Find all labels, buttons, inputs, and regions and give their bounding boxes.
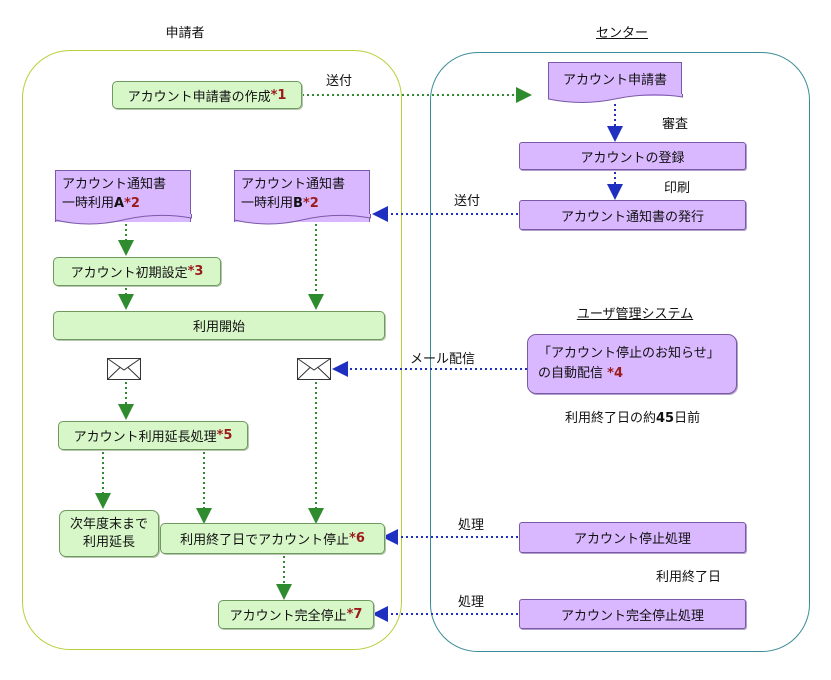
extend-next-year-line2: 利用延長 bbox=[82, 534, 135, 550]
note-mark-3: *3 bbox=[187, 264, 204, 279]
label-days-before: 利用終了日の約45日前 bbox=[565, 407, 700, 426]
applicant-lane bbox=[22, 50, 402, 650]
notice-a-line1: アカウント通知書 bbox=[62, 177, 167, 192]
note-mark-2b: *2 bbox=[302, 196, 319, 211]
label-end-date: 利用終了日 bbox=[656, 570, 722, 585]
center-lane bbox=[430, 52, 810, 652]
notice-a-line2: 一時利用 bbox=[62, 196, 115, 211]
start-use-box: 利用開始 bbox=[53, 311, 385, 340]
start-use-label: 利用開始 bbox=[192, 320, 245, 335]
days-before-prefix: 利用終了日の約 bbox=[565, 411, 657, 426]
notice-b-line2: 一時利用 bbox=[241, 196, 294, 211]
note-mark-6: *6 bbox=[349, 531, 365, 546]
stop-process-label: アカウント停止処理 bbox=[573, 532, 691, 547]
notice-doc-b: アカウント通知書 一時利用B*2 bbox=[234, 170, 370, 222]
days-before-number: 45 bbox=[656, 411, 675, 426]
auto-notice-box: 「アカウント停止のお知らせ」 の自動配信 *4 bbox=[527, 334, 737, 394]
note-mark-7: *7 bbox=[346, 607, 363, 622]
label-process-2: 処理 bbox=[458, 595, 485, 610]
register-account-box: アカウントの登録 bbox=[519, 142, 746, 170]
application-doc-label: アカウント申請書 bbox=[562, 73, 667, 88]
initial-setup-label: アカウント初期設定 bbox=[70, 266, 188, 281]
note-mark-2a: *2 bbox=[124, 196, 140, 211]
notice-doc-a-wave bbox=[55, 214, 192, 225]
notice-b-letter: B bbox=[293, 196, 303, 211]
full-stop-process-box: アカウント完全停止処理 bbox=[519, 599, 746, 629]
issue-notice-box: アカウント通知書の発行 bbox=[519, 200, 746, 230]
envelope-icon bbox=[107, 358, 141, 380]
create-application-label: アカウント申請書の作成 bbox=[127, 89, 271, 105]
full-stop-process-label: アカウント完全停止処理 bbox=[560, 608, 704, 624]
center-lane-title: センター bbox=[595, 26, 648, 41]
note-mark-1: *1 bbox=[270, 87, 287, 103]
create-application-box: アカウント申請書の作成 *1 bbox=[112, 81, 302, 109]
days-before-suffix: 日前 bbox=[674, 411, 701, 426]
note-mark-4: *4 bbox=[607, 366, 623, 381]
applicant-lane-title: 申請者 bbox=[165, 26, 205, 41]
full-stop-label: アカウント完全停止 bbox=[229, 609, 347, 624]
full-stop-box: アカウント完全停止*7 bbox=[218, 600, 374, 629]
notice-b-line1: アカウント通知書 bbox=[241, 177, 346, 192]
label-process-1: 処理 bbox=[458, 518, 485, 533]
issue-notice-label: アカウント通知書の発行 bbox=[560, 209, 704, 225]
auto-notice-line2: の自動配信 bbox=[538, 366, 608, 381]
extend-use-box: アカウント利用延長処理 *5 bbox=[58, 421, 248, 450]
extend-next-year-box: 次年度末まで 利用延長 bbox=[59, 510, 159, 557]
envelope-icon bbox=[297, 358, 331, 380]
label-mail-delivery: メール配信 bbox=[410, 352, 476, 367]
user-system-title: ユーザ管理システム bbox=[576, 307, 694, 322]
label-review: 審査 bbox=[662, 117, 689, 132]
stop-on-end-date-box: 利用終了日でアカウント停止 *6 bbox=[160, 523, 385, 554]
extend-use-label: アカウント利用延長処理 bbox=[73, 430, 217, 445]
stop-process-box: アカウント停止処理 bbox=[519, 522, 746, 553]
register-account-label: アカウントの登録 bbox=[580, 150, 685, 166]
application-doc-wave bbox=[548, 94, 683, 103]
initial-setup-box: アカウント初期設定 *3 bbox=[53, 257, 221, 286]
notice-doc-b-wave bbox=[234, 214, 371, 225]
label-print: 印刷 bbox=[664, 181, 691, 196]
notice-doc-a: アカウント通知書 一時利用A*2 bbox=[55, 170, 191, 222]
label-send-1: 送付 bbox=[326, 74, 353, 89]
notice-a-letter: A bbox=[114, 196, 125, 211]
note-mark-5: *5 bbox=[216, 428, 233, 443]
label-send-2: 送付 bbox=[454, 194, 481, 209]
extend-next-year-line1: 次年度末まで bbox=[69, 516, 148, 532]
stop-on-end-date-label: 利用終了日でアカウント停止 bbox=[180, 533, 350, 548]
auto-notice-line1: 「アカウント停止のお知らせ」 bbox=[538, 346, 720, 361]
application-doc: アカウント申請書 bbox=[548, 62, 682, 96]
